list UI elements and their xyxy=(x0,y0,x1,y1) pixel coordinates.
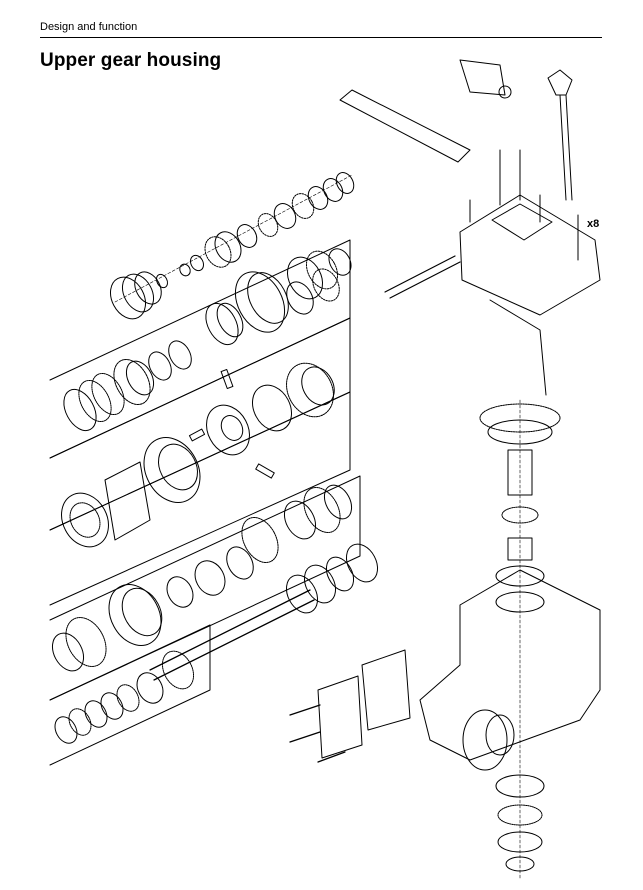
page-title: Upper gear housing xyxy=(40,50,222,71)
header-divider xyxy=(40,37,602,38)
input-shaft-assembly xyxy=(109,172,355,320)
page-header: Design and function xyxy=(40,20,602,38)
shift-lever-bracket xyxy=(339,59,573,201)
upper-gear-panel xyxy=(49,239,351,459)
lower-gear-housing xyxy=(289,569,601,771)
bolt-quantity-callout: x8 xyxy=(587,218,599,230)
shim-rings-row xyxy=(205,248,352,346)
hub-panel xyxy=(49,391,353,606)
countershaft-panel xyxy=(49,475,379,701)
bearing-stack-panel xyxy=(49,624,211,766)
upper-housing xyxy=(384,149,601,396)
drive-shaft-stack xyxy=(479,399,561,881)
section-label: Design and function xyxy=(40,21,138,33)
